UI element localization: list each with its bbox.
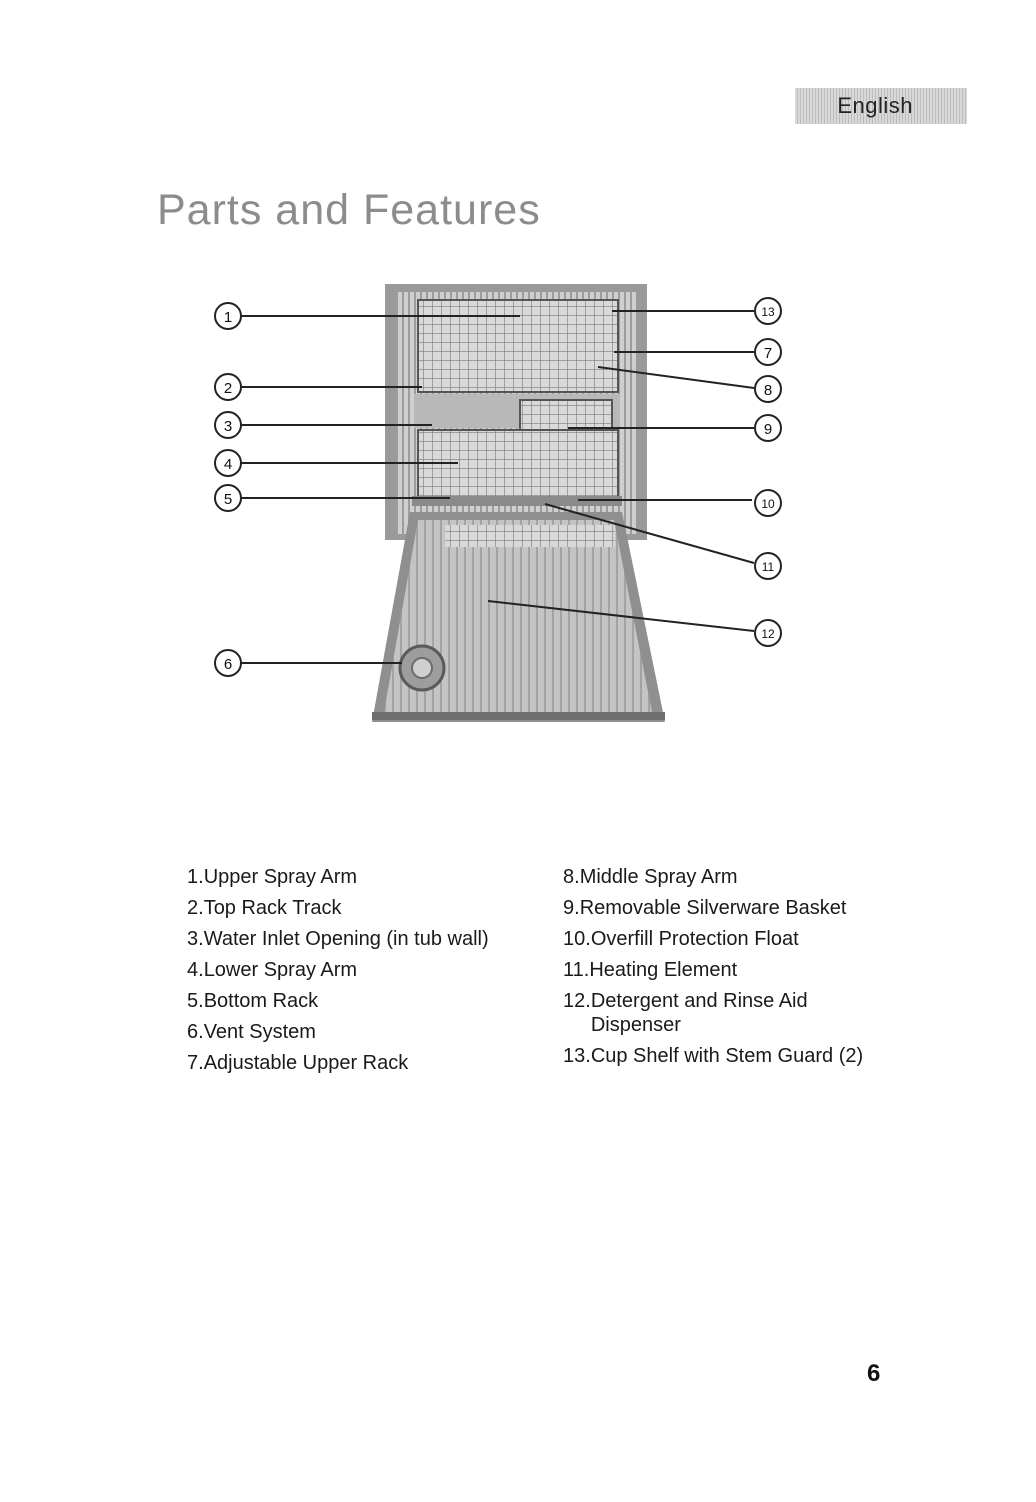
svg-text:12: 12 — [761, 627, 775, 641]
bottom-rack — [417, 429, 619, 501]
list-item: 6.Vent System — [187, 1021, 316, 1043]
svg-text:11: 11 — [762, 560, 775, 574]
svg-text:1: 1 — [224, 309, 232, 326]
list-item: 11.Heating Element — [563, 959, 738, 981]
parts-list-left: 1.Upper Spray Arm 2.Top Rack Track 3.Wat… — [187, 862, 547, 1079]
svg-text:9: 9 — [764, 421, 772, 438]
page-title: Parts and Features — [157, 186, 541, 234]
callout-5: 5 — [214, 484, 242, 512]
svg-text:4: 4 — [224, 456, 232, 473]
callout-4: 4 — [214, 449, 242, 477]
list-item: 5.Bottom Rack — [187, 990, 319, 1012]
svg-text:13: 13 — [761, 305, 775, 319]
dishwasher-door — [372, 512, 665, 722]
callout-markers: 1 2 3 4 5 6 7 8 9 10 11 12 13 — [214, 297, 782, 677]
svg-text:2: 2 — [224, 380, 232, 397]
callout-6: 6 — [214, 649, 242, 677]
list-item: 13.Cup Shelf with Stem Guard (2) — [563, 1045, 864, 1067]
callout-9: 9 — [754, 414, 782, 442]
svg-text:10: 10 — [761, 497, 775, 511]
list-item: 1.Upper Spray Arm — [187, 866, 358, 888]
list-item: 9.Removable Silverware Basket — [563, 897, 847, 919]
leader-lines — [240, 310, 755, 664]
callout-2: 2 — [214, 373, 242, 401]
upper-rack — [417, 299, 619, 393]
callout-1: 1 — [214, 302, 242, 330]
dishwasher-diagram: 1 2 3 4 5 6 7 8 9 10 11 12 13 — [214, 284, 782, 722]
list-item: 8.Middle Spray Arm — [563, 866, 738, 888]
svg-text:8: 8 — [764, 382, 772, 399]
list-item: 3.Water Inlet Opening (in tub wall) — [187, 928, 489, 950]
parts-list-right: 8.Middle Spray Arm 9.Removable Silverwar… — [563, 862, 893, 1072]
list-item: 7.Adjustable Upper Rack — [187, 1052, 409, 1074]
callout-11: 11 — [754, 552, 782, 580]
callout-12: 12 — [754, 619, 782, 647]
list-item: 2.Top Rack Track — [187, 897, 342, 919]
language-tab-label: English — [837, 93, 913, 118]
svg-text:6: 6 — [224, 656, 232, 673]
dishwasher-tub — [385, 284, 647, 540]
language-tab: English — [795, 88, 967, 124]
page-number: 6 — [867, 1360, 881, 1387]
svg-text:7: 7 — [764, 345, 772, 362]
callout-10: 10 — [754, 489, 782, 517]
callout-13: 13 — [754, 297, 782, 325]
callout-3: 3 — [214, 411, 242, 439]
svg-text:5: 5 — [224, 491, 232, 508]
list-item: 10.Overfill Protection Float — [563, 928, 799, 950]
list-item: 4.Lower Spray Arm — [187, 959, 358, 981]
svg-text:3: 3 — [224, 418, 232, 435]
list-item: 12.Detergent and Rinse Aid Dispenser — [563, 990, 808, 1036]
callout-8: 8 — [754, 375, 782, 403]
callout-7: 7 — [754, 338, 782, 366]
dishwasher-illustration: 1 2 3 4 5 6 7 8 9 10 11 12 13 — [214, 284, 782, 722]
